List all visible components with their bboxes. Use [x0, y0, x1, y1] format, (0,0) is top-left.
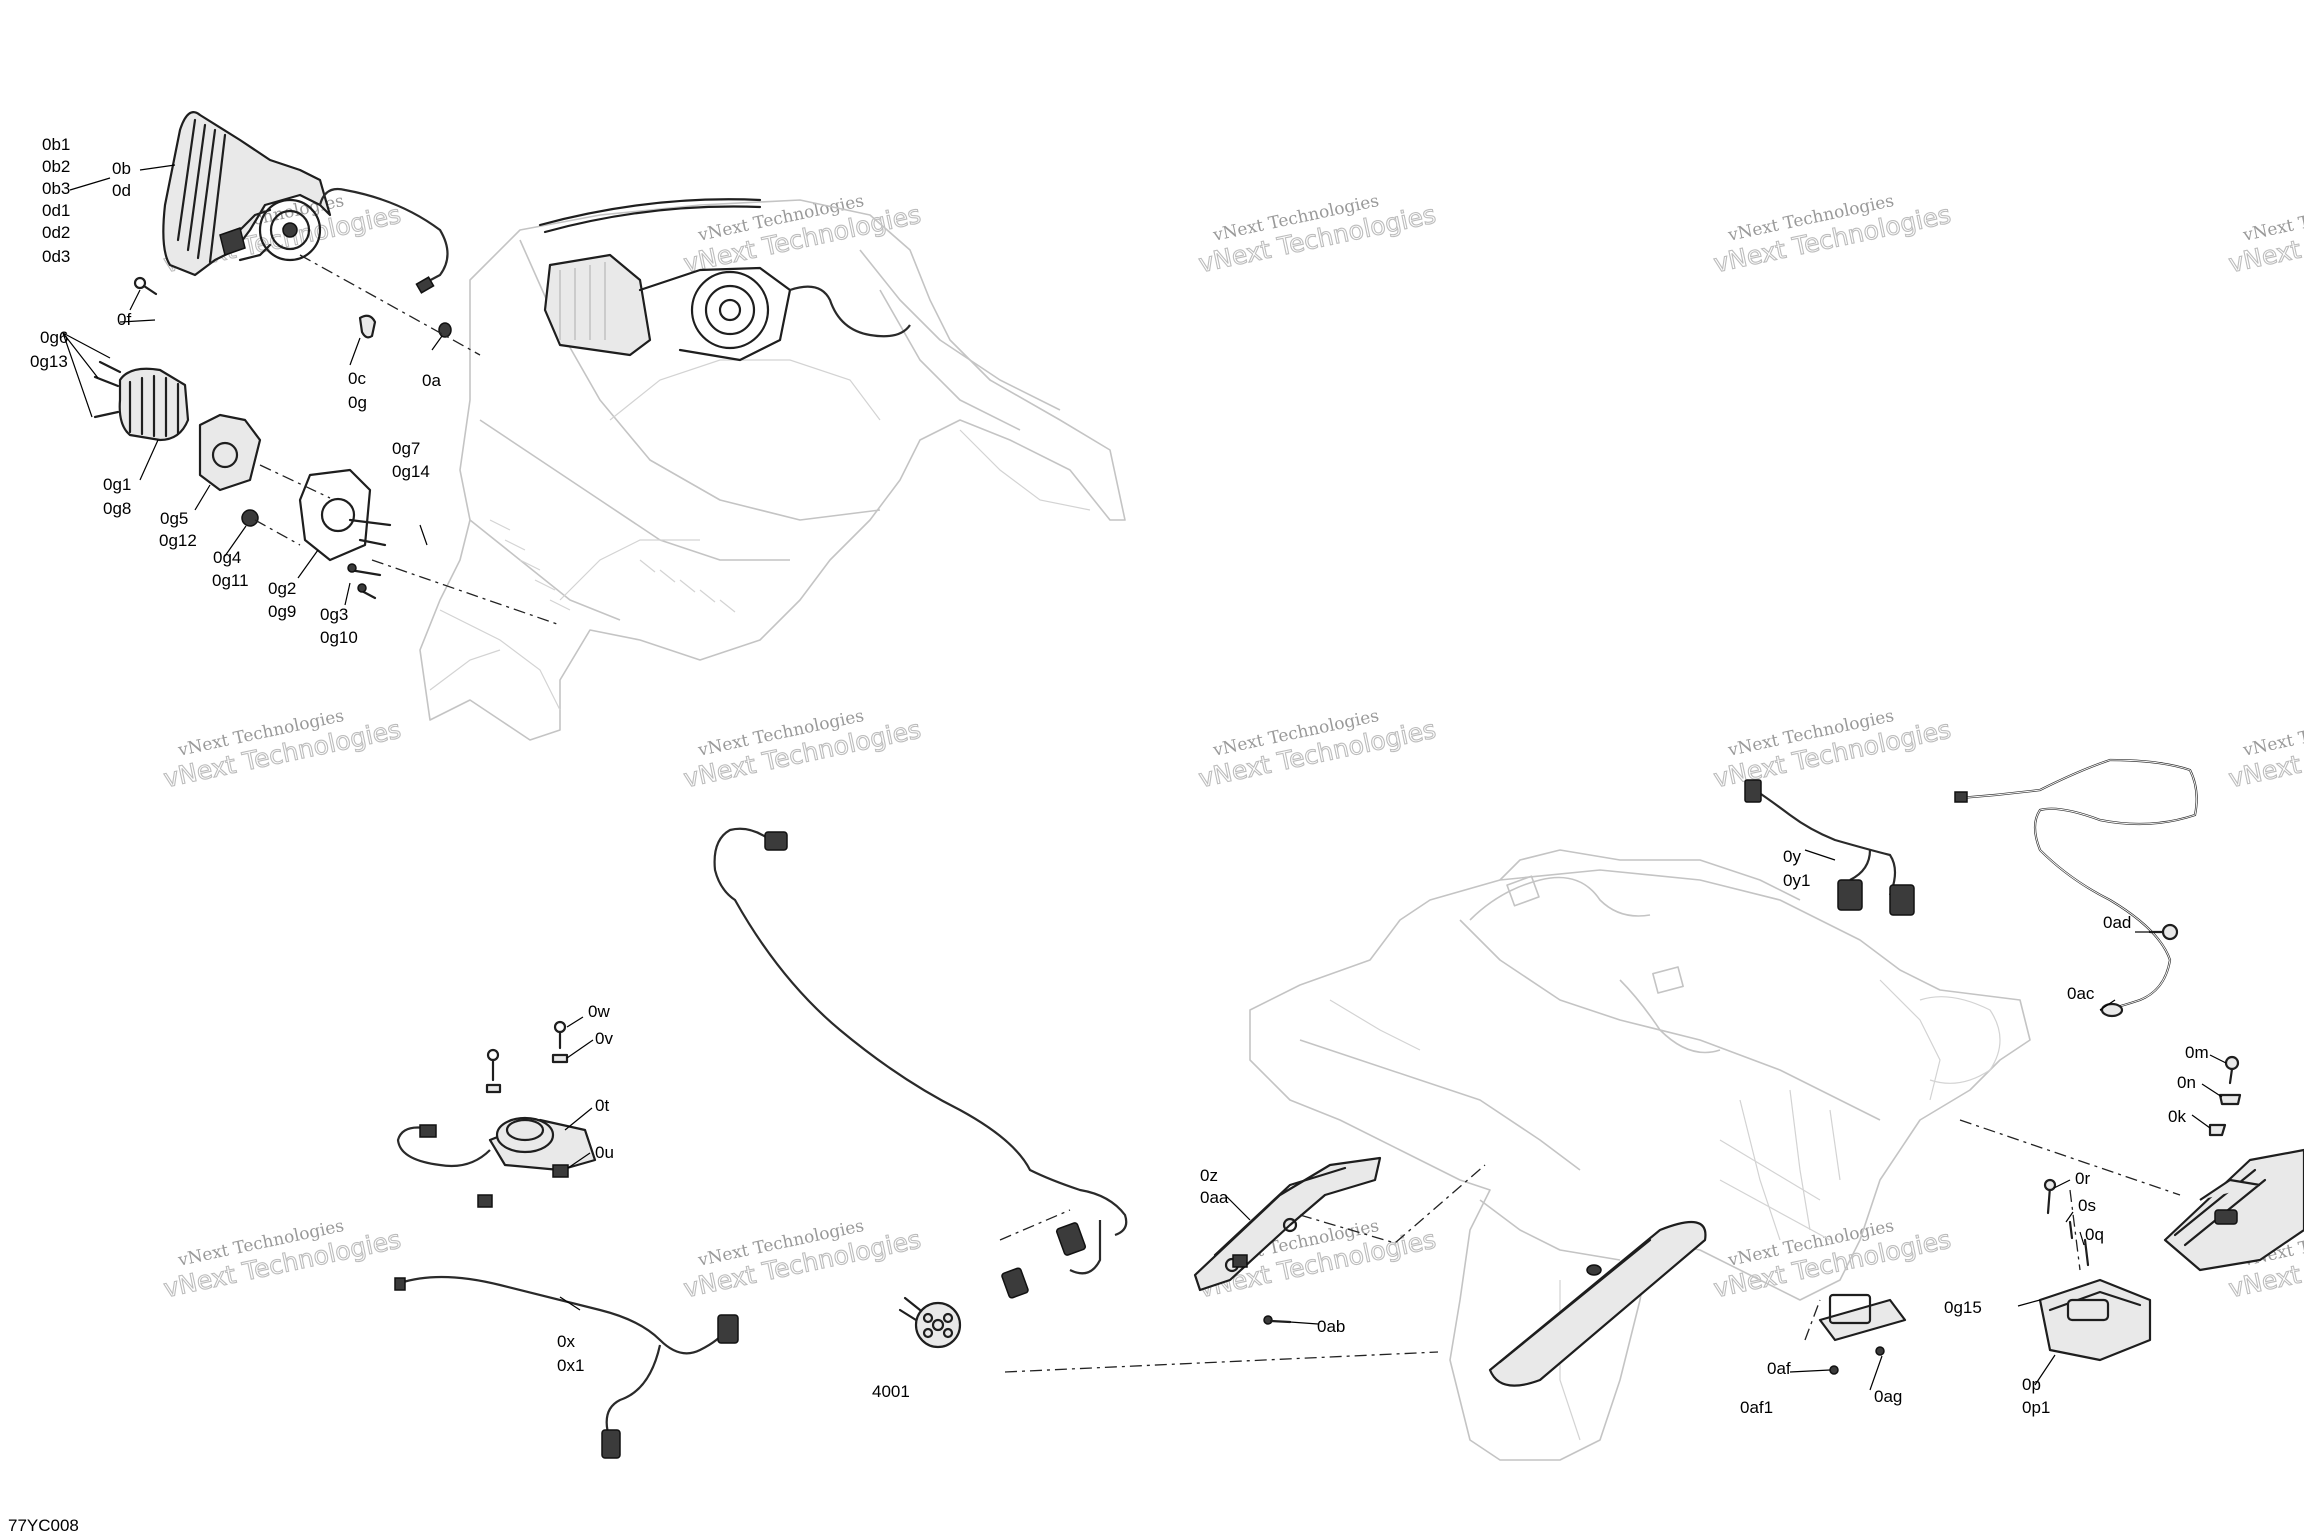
callout-0f: 0f: [117, 310, 131, 329]
callout-0k: 0k: [2168, 1107, 2186, 1126]
watermark: vNext Technologies vNext Technologies: [1195, 191, 1438, 279]
watermark: vNext Technologies vNext Technologies: [160, 706, 403, 794]
wiring-harness-0y: [1744, 779, 1915, 916]
screw-icon: [485, 1020, 569, 1094]
screw-icon: [1263, 1315, 1292, 1325]
watermark: vNext Technologies vNext Technologies: [2225, 706, 2304, 794]
callout-0aa: 0aa: [1200, 1188, 1229, 1207]
callout-0z: 0z: [1200, 1166, 1218, 1185]
callout-0y1: 0y1: [1783, 871, 1810, 890]
callout-0b: 0b: [112, 159, 131, 178]
callout-0s: 0s: [2078, 1196, 2096, 1215]
callout-0g11: 0g11: [212, 571, 249, 590]
diagram-code: 77YC008: [8, 1516, 79, 1535]
callout-0g10: 0g10: [320, 628, 358, 647]
watermark: vNext Technologies vNext Technologies: [1195, 706, 1438, 794]
callout-0g1: 0g1: [103, 475, 131, 494]
callout-0b2: 0b2: [42, 157, 70, 176]
callout-0g2: 0g2: [268, 579, 296, 598]
callout-0g12: 0g12: [159, 531, 197, 550]
clip-icon: [358, 314, 377, 339]
callout-0g7: 0g7: [392, 439, 420, 458]
callout-4001: 4001: [872, 1382, 910, 1401]
callout-0af1: 0af1: [1740, 1398, 1773, 1417]
watermark: vNext Technologies vNext Technologies: [1710, 706, 1953, 794]
callout-0g3: 0g3: [320, 605, 348, 624]
rear-light-bracket: [1193, 1156, 1382, 1325]
grommet-icon: [438, 322, 452, 338]
callout-0af: 0af: [1767, 1359, 1791, 1378]
callout-0y: 0y: [1783, 847, 1801, 866]
callout-0g9: 0g9: [268, 602, 296, 621]
watermark: vNext Technologies vNext Technologies: [1710, 191, 1953, 279]
callout-0d1: 0d1: [42, 201, 70, 220]
callout-0r: 0r: [2075, 1169, 2090, 1188]
screw-icon: [93, 360, 392, 600]
screw-icon: [1829, 1178, 2090, 1375]
rear-frame-ghost: [1249, 849, 2031, 1461]
callout-0g4: 0g4: [213, 548, 241, 567]
tail-light-assembly: [2163, 1055, 2304, 1272]
callout-0v: 0v: [595, 1029, 613, 1048]
headlight-assembly: [162, 111, 449, 294]
callout-0ag: 0ag: [1874, 1387, 1902, 1406]
aux-light-assembly: [93, 360, 392, 600]
callout-0b3: 0b3: [42, 179, 70, 198]
leader-lines: [62, 164, 2227, 1391]
screw-icon: [2148, 923, 2179, 941]
callout-0c: 0c: [348, 369, 366, 388]
wiring-harness-0x: [394, 1275, 739, 1459]
callout-0d2: 0d2: [42, 223, 70, 242]
callout-0g14: 0g14: [392, 462, 430, 481]
front-frame-ghost: [419, 198, 1126, 741]
watermark: vNext Technologies vNext Technologies: [680, 1216, 923, 1304]
callout-0g5: 0g5: [160, 509, 188, 528]
screw-icon: [2208, 1055, 2242, 1137]
watermark-layer: vNext Technologies vNext Technologies vN…: [160, 191, 2304, 1304]
callout-0u: 0u: [595, 1143, 614, 1162]
callout-0p: 0p: [2022, 1375, 2041, 1394]
callout-0t: 0t: [595, 1096, 609, 1115]
watermark: vNext Technologies vNext Technologies: [2225, 191, 2304, 279]
callout-0q: 0q: [2085, 1225, 2104, 1244]
callout-0ad: 0ad: [2103, 913, 2131, 932]
wiring-harness-center: [713, 827, 1128, 1349]
watermark: vNext Technologies vNext Technologies: [1710, 1216, 1953, 1304]
callout-0g6: 0g6: [40, 328, 68, 347]
callout-labels: 0b1 0b2 0b3 0d1 0d2 0d3 0b 0d 0f 0c 0g 0…: [30, 135, 2209, 1417]
callout-0b1: 0b1: [42, 135, 70, 154]
watermark: vNext Technologies vNext Technologies: [160, 1216, 403, 1304]
callout-0x1: 0x1: [557, 1356, 584, 1375]
ground-wire-0ac: [1954, 758, 2198, 1018]
callout-0n: 0n: [2177, 1073, 2196, 1092]
screw-icon: [133, 276, 158, 296]
horn-assembly: [396, 1020, 597, 1208]
callout-0p1: 0p1: [2022, 1398, 2050, 1417]
callout-0g15: 0g15: [1944, 1298, 1982, 1317]
callout-0m: 0m: [2185, 1043, 2209, 1062]
callout-0g13: 0g13: [30, 352, 68, 371]
callout-0d3: 0d3: [42, 247, 70, 266]
callout-0w: 0w: [588, 1002, 610, 1021]
callout-0ab: 0ab: [1317, 1317, 1345, 1336]
headlight-hardware: [133, 276, 452, 339]
callout-0d: 0d: [112, 181, 131, 200]
callout-0g8: 0g8: [103, 499, 131, 518]
explode-lines: [254, 254, 2181, 1373]
callout-0g: 0g: [348, 393, 367, 412]
callout-0x: 0x: [557, 1332, 575, 1351]
watermark: vNext Technologies vNext Technologies: [680, 706, 923, 794]
callout-0ac: 0ac: [2067, 984, 2095, 1003]
callout-0a: 0a: [422, 371, 441, 390]
license-light-assembly: [1818, 1178, 2152, 1375]
